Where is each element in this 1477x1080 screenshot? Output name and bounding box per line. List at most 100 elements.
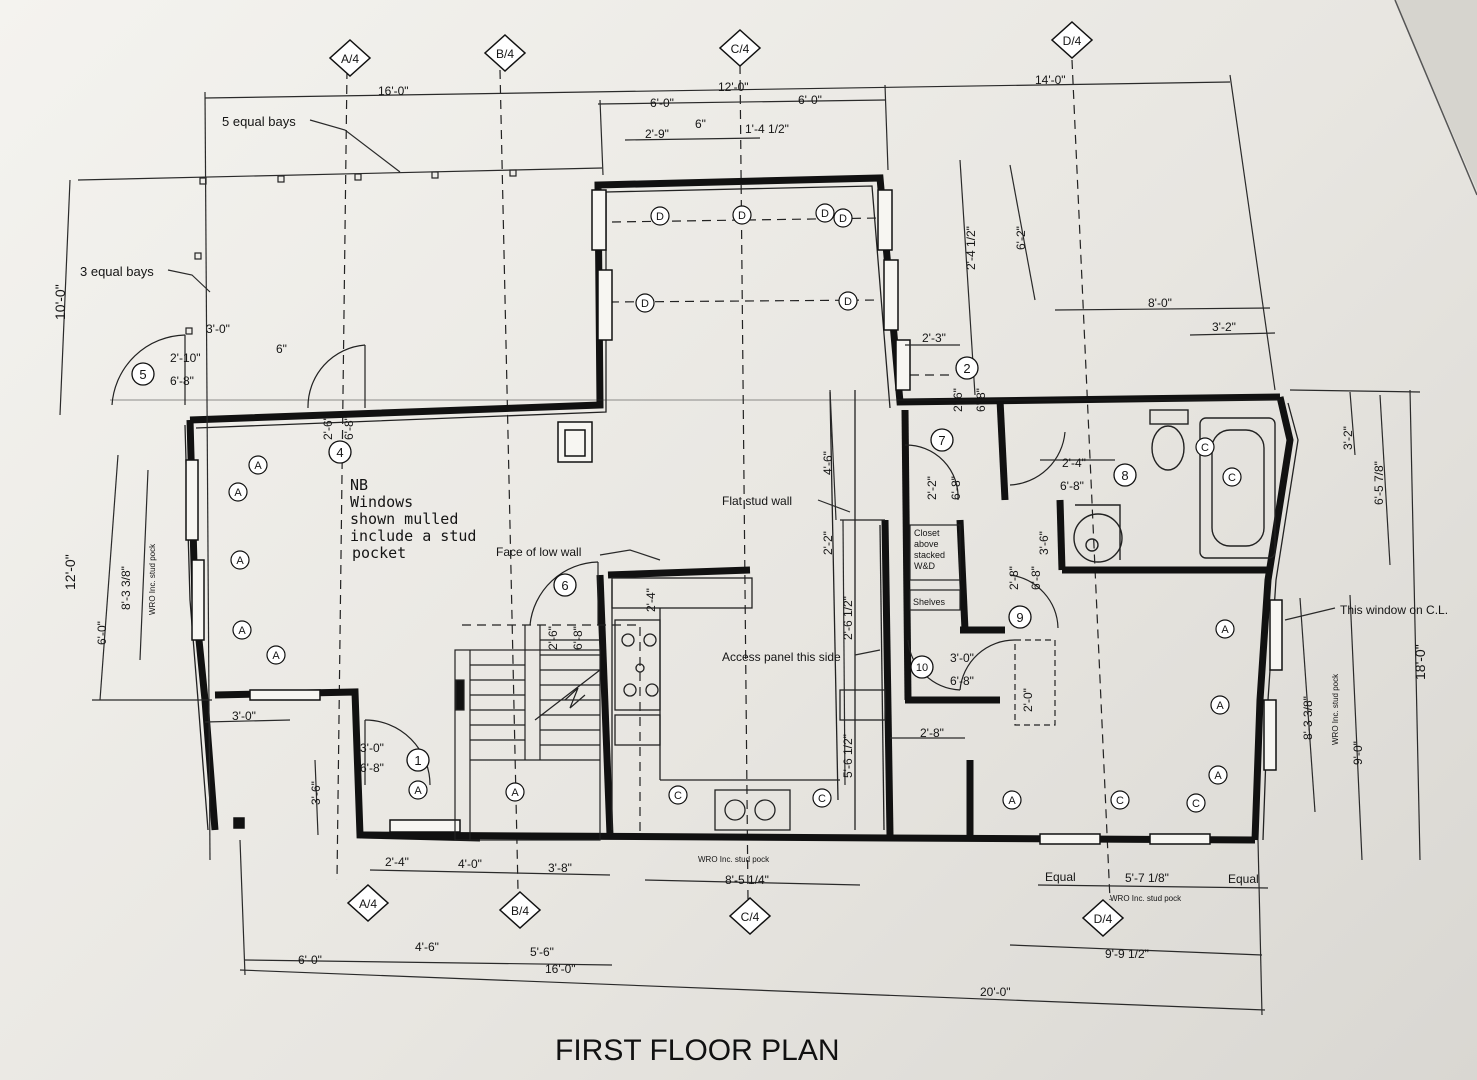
- svg-text:2'-4": 2'-4": [385, 855, 409, 869]
- svg-text:6": 6": [276, 342, 287, 356]
- bathroom-fixtures: [1073, 409, 1276, 563]
- walls: [186, 174, 1294, 844]
- svg-text:6'-0": 6'-0": [650, 96, 674, 110]
- svg-text:6'-8": 6'-8": [571, 626, 585, 650]
- window-tag-a-marker: [1208, 765, 1228, 785]
- fixture-tag-d-marker: [833, 208, 853, 228]
- door-tag-9: 9: [1016, 610, 1023, 625]
- fixture-tag-d: D: [839, 213, 847, 225]
- grid-lines: [336, 59, 1111, 901]
- note-this-window: This window on C.L.: [1340, 603, 1448, 617]
- dimension-lines: [59, 74, 1421, 1016]
- window-tag-a-marker: [230, 550, 250, 570]
- window-tag-a: A: [1008, 795, 1016, 807]
- window-tag-a-marker: [1002, 790, 1022, 810]
- svg-text:16'-0": 16'-0": [545, 962, 576, 976]
- svg-text:6'-0": 6'-0": [798, 93, 822, 107]
- door-tag-1: 1: [414, 753, 421, 768]
- svg-text:shown mulled: shown mulled: [350, 510, 458, 528]
- window-tag-a: A: [414, 785, 422, 797]
- svg-text:2'-9": 2'-9": [645, 127, 669, 141]
- svg-text:6'-8": 6'-8": [360, 761, 384, 775]
- svg-text:include a stud: include a stud: [350, 527, 476, 545]
- svg-text:3'-6": 3'-6": [1037, 531, 1051, 555]
- svg-text:2'-8": 2'-8": [920, 726, 944, 740]
- svg-text:Equal: Equal: [1045, 870, 1076, 884]
- svg-text:4'-6": 4'-6": [821, 451, 835, 475]
- window-tag-a: A: [234, 487, 242, 499]
- svg-text:2'-6": 2'-6": [546, 626, 560, 650]
- door-tags: 1 2 4 5 6 7 8 9 10: [131, 356, 1137, 772]
- svg-text:12'-0": 12'-0": [718, 80, 749, 94]
- svg-text:D/4: D/4: [1063, 34, 1082, 48]
- svg-text:10'-0": 10'-0": [52, 284, 68, 320]
- fixture-tag-c-marker: [1110, 790, 1130, 810]
- svg-text:3'-0": 3'-0": [360, 741, 384, 755]
- paper-edge-line: [1394, 0, 1477, 196]
- svg-text:2'-6 1/2": 2'-6 1/2": [841, 596, 855, 640]
- window-tag-a: A: [254, 460, 262, 472]
- window-tag-a: A: [238, 625, 246, 637]
- grid-ref-bottom-a: A/4: [346, 883, 390, 923]
- svg-text:5'-6": 5'-6": [530, 945, 554, 959]
- note-wro-right: WRO Inc. stud pock: [1331, 673, 1340, 745]
- fixture-tag-c-marker: [1195, 437, 1215, 457]
- svg-text:2'-4": 2'-4": [644, 588, 658, 612]
- svg-text:6'-8": 6'-8": [342, 416, 356, 440]
- svg-text:20'-0": 20'-0": [980, 985, 1011, 999]
- fixture-tag-d: D: [641, 298, 649, 310]
- window-tag-a: A: [272, 650, 280, 662]
- svg-text:above: above: [914, 539, 939, 549]
- fixture-tag-c: C: [1228, 472, 1236, 484]
- kitchen: [611, 519, 886, 831]
- svg-text:9'-0": 9'-0": [1351, 741, 1365, 765]
- fixture-tag-c: C: [1201, 442, 1209, 454]
- window-tag-a-marker: [1215, 619, 1235, 639]
- grid-ref-bottom-b: B/4: [498, 890, 542, 930]
- fixture-tag-d-marker: [815, 203, 835, 223]
- svg-text:3'-6": 3'-6": [309, 781, 323, 805]
- svg-text:3'-2": 3'-2": [1341, 426, 1355, 450]
- grid-ref-bottom-c: C/4: [728, 896, 772, 936]
- window-tag-a-marker: [266, 645, 286, 665]
- grid-ref-markers: A/4 B/4 C/4 D/4 A/4 B/4 C/4 D/4: [328, 20, 1125, 938]
- svg-text:D/4: D/4: [1094, 912, 1113, 926]
- fixture-tag-d: D: [738, 210, 746, 222]
- svg-text:6": 6": [695, 117, 706, 131]
- laundry-closet: [909, 524, 961, 611]
- svg-text:4'-6": 4'-6": [415, 940, 439, 954]
- window-tag-a-marker: [228, 482, 248, 502]
- note-access-panel: Access panel this side: [722, 650, 841, 664]
- svg-text:9'-9 1/2": 9'-9 1/2": [1105, 947, 1149, 961]
- svg-text:16'-0": 16'-0": [378, 84, 409, 98]
- svg-text:4'-0": 4'-0": [458, 857, 482, 871]
- fixture-tag-d-marker: [838, 291, 858, 311]
- note-flat-stud-wall: Flat stud wall: [722, 494, 792, 508]
- grid-ref-top-d: D/4: [1050, 20, 1094, 60]
- post-markers: [185, 169, 517, 335]
- door-tag-6: 6: [561, 578, 568, 593]
- note-three-bays: 3 equal bays: [80, 264, 154, 279]
- note-face-low-wall: Face of low wall: [496, 545, 581, 559]
- note-shelves: Shelves: [913, 597, 946, 607]
- svg-text:2'-10": 2'-10": [170, 351, 201, 365]
- svg-text:W&D: W&D: [914, 561, 935, 571]
- window-tag-a: A: [1216, 700, 1224, 712]
- svg-text:Closet: Closet: [914, 528, 940, 538]
- svg-text:8'-3 3/8": 8'-3 3/8": [119, 566, 133, 610]
- fixture-tag-c-marker: [1222, 467, 1242, 487]
- window-tag-a: A: [511, 787, 519, 799]
- svg-text:8'-3 3/8": 8'-3 3/8": [1301, 696, 1315, 740]
- svg-text:2'-8": 2'-8": [1007, 566, 1021, 590]
- door-tag-8: 8: [1121, 468, 1128, 483]
- note-wro-left: WRO Inc. stud pock: [148, 543, 157, 615]
- fixture-tag-d: D: [844, 296, 852, 308]
- svg-text:NB: NB: [350, 476, 368, 494]
- svg-text:A/4: A/4: [341, 52, 359, 66]
- svg-text:18'-0": 18'-0": [1412, 644, 1428, 680]
- fixture-tag-c: C: [674, 790, 682, 802]
- svg-text:2'-6": 2'-6": [951, 388, 965, 412]
- svg-text:6'-8": 6'-8": [950, 674, 974, 688]
